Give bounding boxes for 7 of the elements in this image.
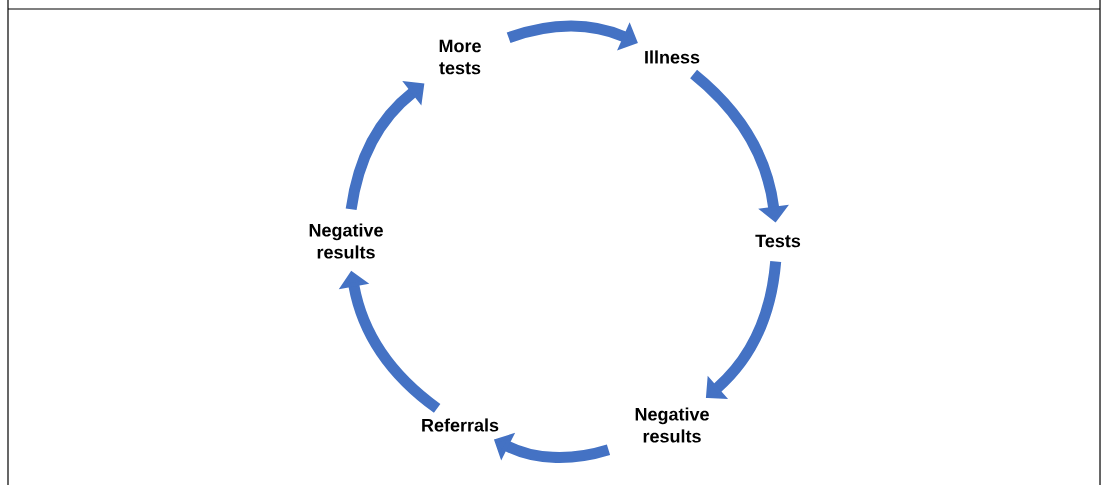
step-label: Negative results: [635, 407, 709, 443]
step-label: Negative results: [309, 223, 383, 259]
step-label: Referrals: [422, 418, 499, 432]
curved-arrow: [345, 81, 425, 211]
step-label: More tests: [439, 39, 481, 75]
step-label: Tests: [755, 234, 801, 248]
step-label: Illness: [645, 50, 700, 64]
